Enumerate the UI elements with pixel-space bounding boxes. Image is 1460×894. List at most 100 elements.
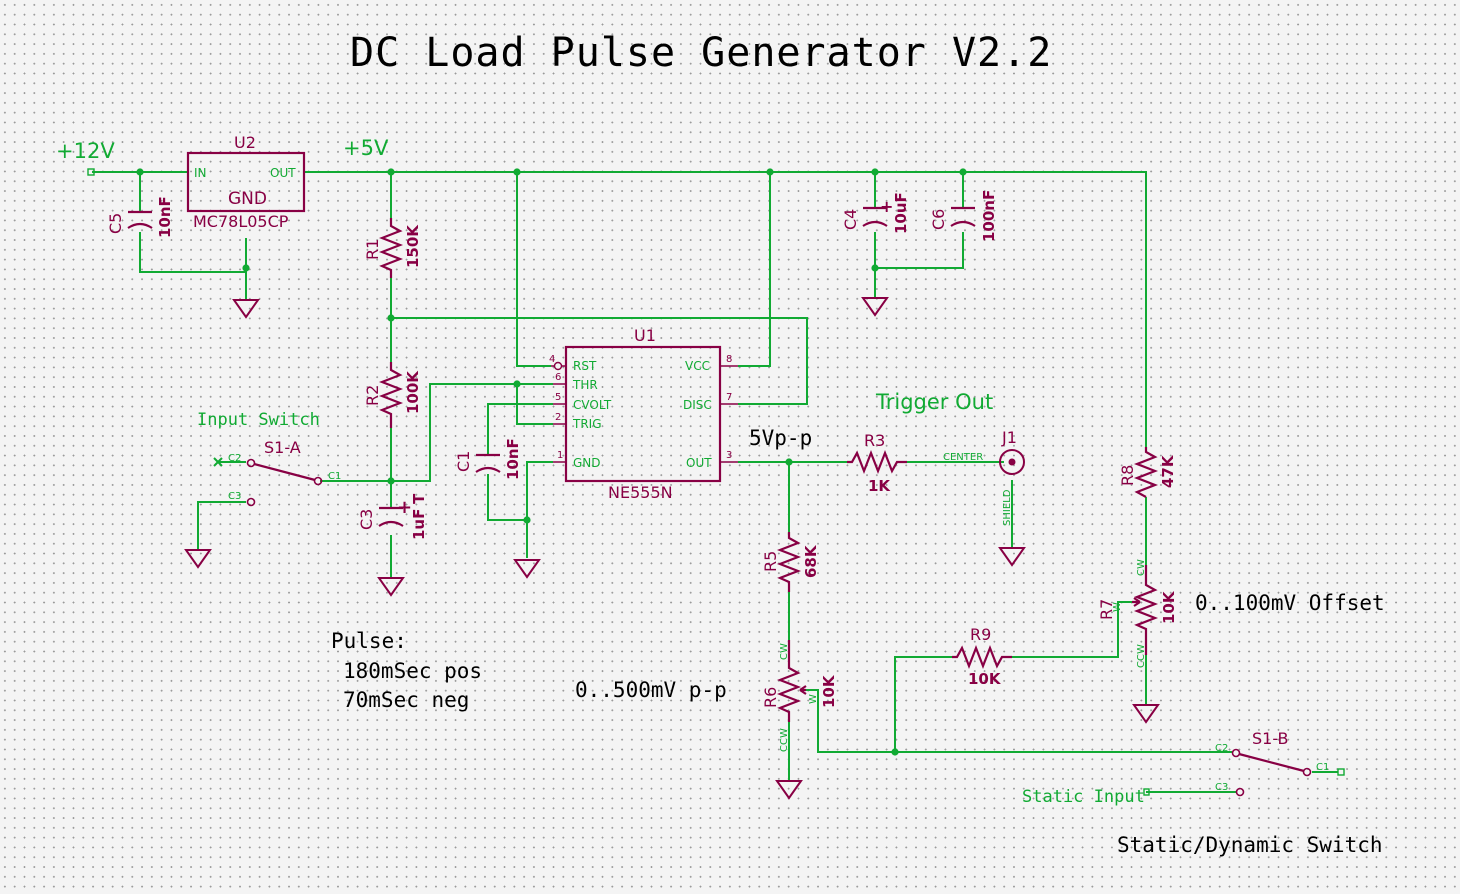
junction-dots xyxy=(136,168,967,756)
s1b-pin-c2: C2 xyxy=(1215,743,1228,754)
u1-pinnum-out: 3 xyxy=(726,450,732,461)
r6-value: 10K xyxy=(820,674,838,708)
ground-symbols xyxy=(184,297,1160,800)
schematic-title: DC Load Pulse Generator V2.2 xyxy=(350,30,1052,76)
capacitor-c6: C6 100nF xyxy=(929,190,998,242)
r7-pin-cw: CW xyxy=(1136,559,1147,576)
net-label-5v: +5V xyxy=(343,136,389,160)
static-dynamic-switch-label: Static/Dynamic Switch xyxy=(1117,833,1383,857)
j1-pin-center: CENTER xyxy=(943,452,983,463)
c4-value: 10uF xyxy=(892,192,910,234)
c6-ref: C6 xyxy=(929,209,948,230)
r6-pin-ccw: CCW xyxy=(779,728,790,752)
capacitor-c1: C1 10nF xyxy=(454,438,522,480)
switch-s1a: S1-A C2 C3 C1 xyxy=(213,438,341,507)
u1-pin-out: OUT xyxy=(686,456,712,470)
ptp-range-label: 0..500mV p-p xyxy=(575,678,727,702)
r5-value: 68K xyxy=(802,544,820,578)
r1-value: 150K xyxy=(404,224,422,268)
u1-ref: U1 xyxy=(634,326,656,345)
u1-pinnum-trig: 2 xyxy=(555,412,561,423)
r6-pin-cw: CW xyxy=(779,643,790,660)
u2-value: MC78L05CP xyxy=(193,212,289,231)
wires xyxy=(87,168,1345,796)
regulator-u2: U2 IN OUT GND MC78L05CP xyxy=(186,133,306,231)
u1-pin-cvolt: CVOLT xyxy=(573,398,612,412)
u1-pin-trig: TRIG xyxy=(572,417,602,431)
r6-ref: R6 xyxy=(761,687,780,708)
u2-pin-in: IN xyxy=(194,166,207,180)
r7-pin-ccw: CCW xyxy=(1136,644,1147,668)
r6-pin-w: W xyxy=(808,694,819,704)
resistor-r8: R8 47K xyxy=(1118,447,1177,498)
offset-range-label: 0..100mV Offset xyxy=(1195,591,1385,615)
capacitor-c3: + C3 1uF T xyxy=(357,493,428,540)
c5-value: 10nF xyxy=(156,196,174,238)
pulse-title: Pulse: xyxy=(331,629,407,653)
c1-ref: C1 xyxy=(454,451,473,472)
j1-pin-shield: SHIELD xyxy=(1002,489,1013,526)
u1-pinnum-gnd: 1 xyxy=(557,450,563,461)
u1-pinnum-cvolt: 5 xyxy=(555,392,561,403)
u1-pinnum-disc: 7 xyxy=(726,392,732,403)
r2-value: 100K xyxy=(404,370,422,414)
trigger-out-label: Trigger Out xyxy=(875,390,993,414)
r7-ref: R7 xyxy=(1097,599,1116,620)
capacitor-c5: C5 10nF xyxy=(106,196,174,238)
s1b-pin-c3: C3 xyxy=(1215,782,1228,793)
r3-value: 1K xyxy=(868,477,891,495)
net-label-5vpp: 5Vp-p xyxy=(749,426,812,450)
c3-value: 1uF xyxy=(410,509,428,540)
u1-pin-gnd: GND xyxy=(573,456,601,470)
u2-pin-out: OUT xyxy=(270,166,296,180)
c4-plus: + xyxy=(880,197,893,216)
u1-pin-disc: DISC xyxy=(683,398,712,412)
s1a-pin-c3: C3 xyxy=(228,491,241,502)
c6-value: 100nF xyxy=(980,190,998,242)
r5-ref: R5 xyxy=(761,551,780,572)
c3-t: T xyxy=(410,493,428,504)
capacitor-c4: + C4 10uF xyxy=(841,192,910,234)
pulse-pos: 180mSec pos xyxy=(343,659,482,683)
pulse-neg: 70mSec neg xyxy=(343,688,469,712)
resistor-r3: R3 1K xyxy=(847,431,907,495)
s1b-ref: S1-B xyxy=(1252,729,1289,748)
r2-ref: R2 xyxy=(363,385,382,406)
u2-pin-gnd: GND xyxy=(228,189,267,209)
static-input-label: Static Input xyxy=(1022,787,1145,807)
r8-ref: R8 xyxy=(1118,465,1137,486)
potentiometer-r6: R6 10K CW CCW W xyxy=(761,640,838,752)
r7-pin-w: W xyxy=(1112,602,1123,612)
net-label-12v: +12V xyxy=(56,139,115,163)
j1-ref: J1 xyxy=(1001,428,1017,447)
resistor-r2: R2 100K xyxy=(363,362,422,428)
u1-value: NE555N xyxy=(608,483,673,502)
potentiometer-r7: R7 10K CW CCW W xyxy=(1097,559,1178,668)
c3-ref: C3 xyxy=(357,509,376,530)
r3-ref: R3 xyxy=(864,431,885,450)
u2-ref: U2 xyxy=(234,133,256,152)
r7-value: 10K xyxy=(1160,590,1178,624)
c5-ref: C5 xyxy=(106,213,125,234)
u1-pin-rst: RST xyxy=(573,359,597,373)
s1a-pin-c1: C1 xyxy=(328,471,341,482)
c3-plus: + xyxy=(397,497,412,518)
s1a-pin-c2: C2 xyxy=(228,453,241,464)
connector-j1: J1 CENTER SHIELD xyxy=(943,428,1025,526)
c4-ref: C4 xyxy=(841,209,860,230)
r1-ref: R1 xyxy=(363,239,382,260)
u1-pinnum-thr: 6 xyxy=(555,372,561,383)
r9-value: 10K xyxy=(968,670,1002,688)
c1-value: 10nF xyxy=(504,438,522,480)
u1-pinnum-rst: 4 xyxy=(549,354,555,365)
r8-value: 47K xyxy=(1159,454,1177,488)
resistor-r9: R9 10K xyxy=(952,625,1012,688)
s1b-pin-c1: C1 xyxy=(1316,762,1329,773)
s1a-ref: S1-A xyxy=(264,438,301,457)
resistor-r5: R5 68K xyxy=(761,532,820,592)
u1-pin-thr: THR xyxy=(572,378,598,392)
r9-ref: R9 xyxy=(970,625,991,644)
u1-pinnum-vcc: 8 xyxy=(726,354,732,365)
switch-s1b: S1-B C2 C3 C1 xyxy=(1215,729,1329,797)
